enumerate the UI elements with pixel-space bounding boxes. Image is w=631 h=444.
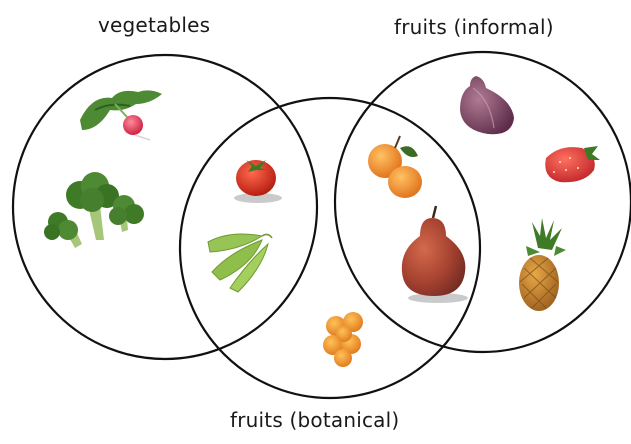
pear-icon (402, 206, 468, 303)
fig-icon (460, 76, 514, 134)
kumquats-icon (323, 312, 363, 367)
fruits-informal-label: fruits (informal) (394, 15, 554, 39)
vegetables-label: vegetables (98, 13, 210, 37)
vegetables-circle (13, 55, 317, 359)
fruits-botanical-label: fruits (botanical) (230, 408, 399, 432)
strawberry-icon (545, 146, 600, 182)
pineapple-icon (519, 218, 566, 311)
apricots-icon (368, 136, 422, 198)
tomato-icon (234, 160, 282, 203)
pea-pods-icon (208, 234, 272, 292)
radish-greens-icon (80, 90, 162, 140)
broccoli-icon (44, 172, 144, 248)
